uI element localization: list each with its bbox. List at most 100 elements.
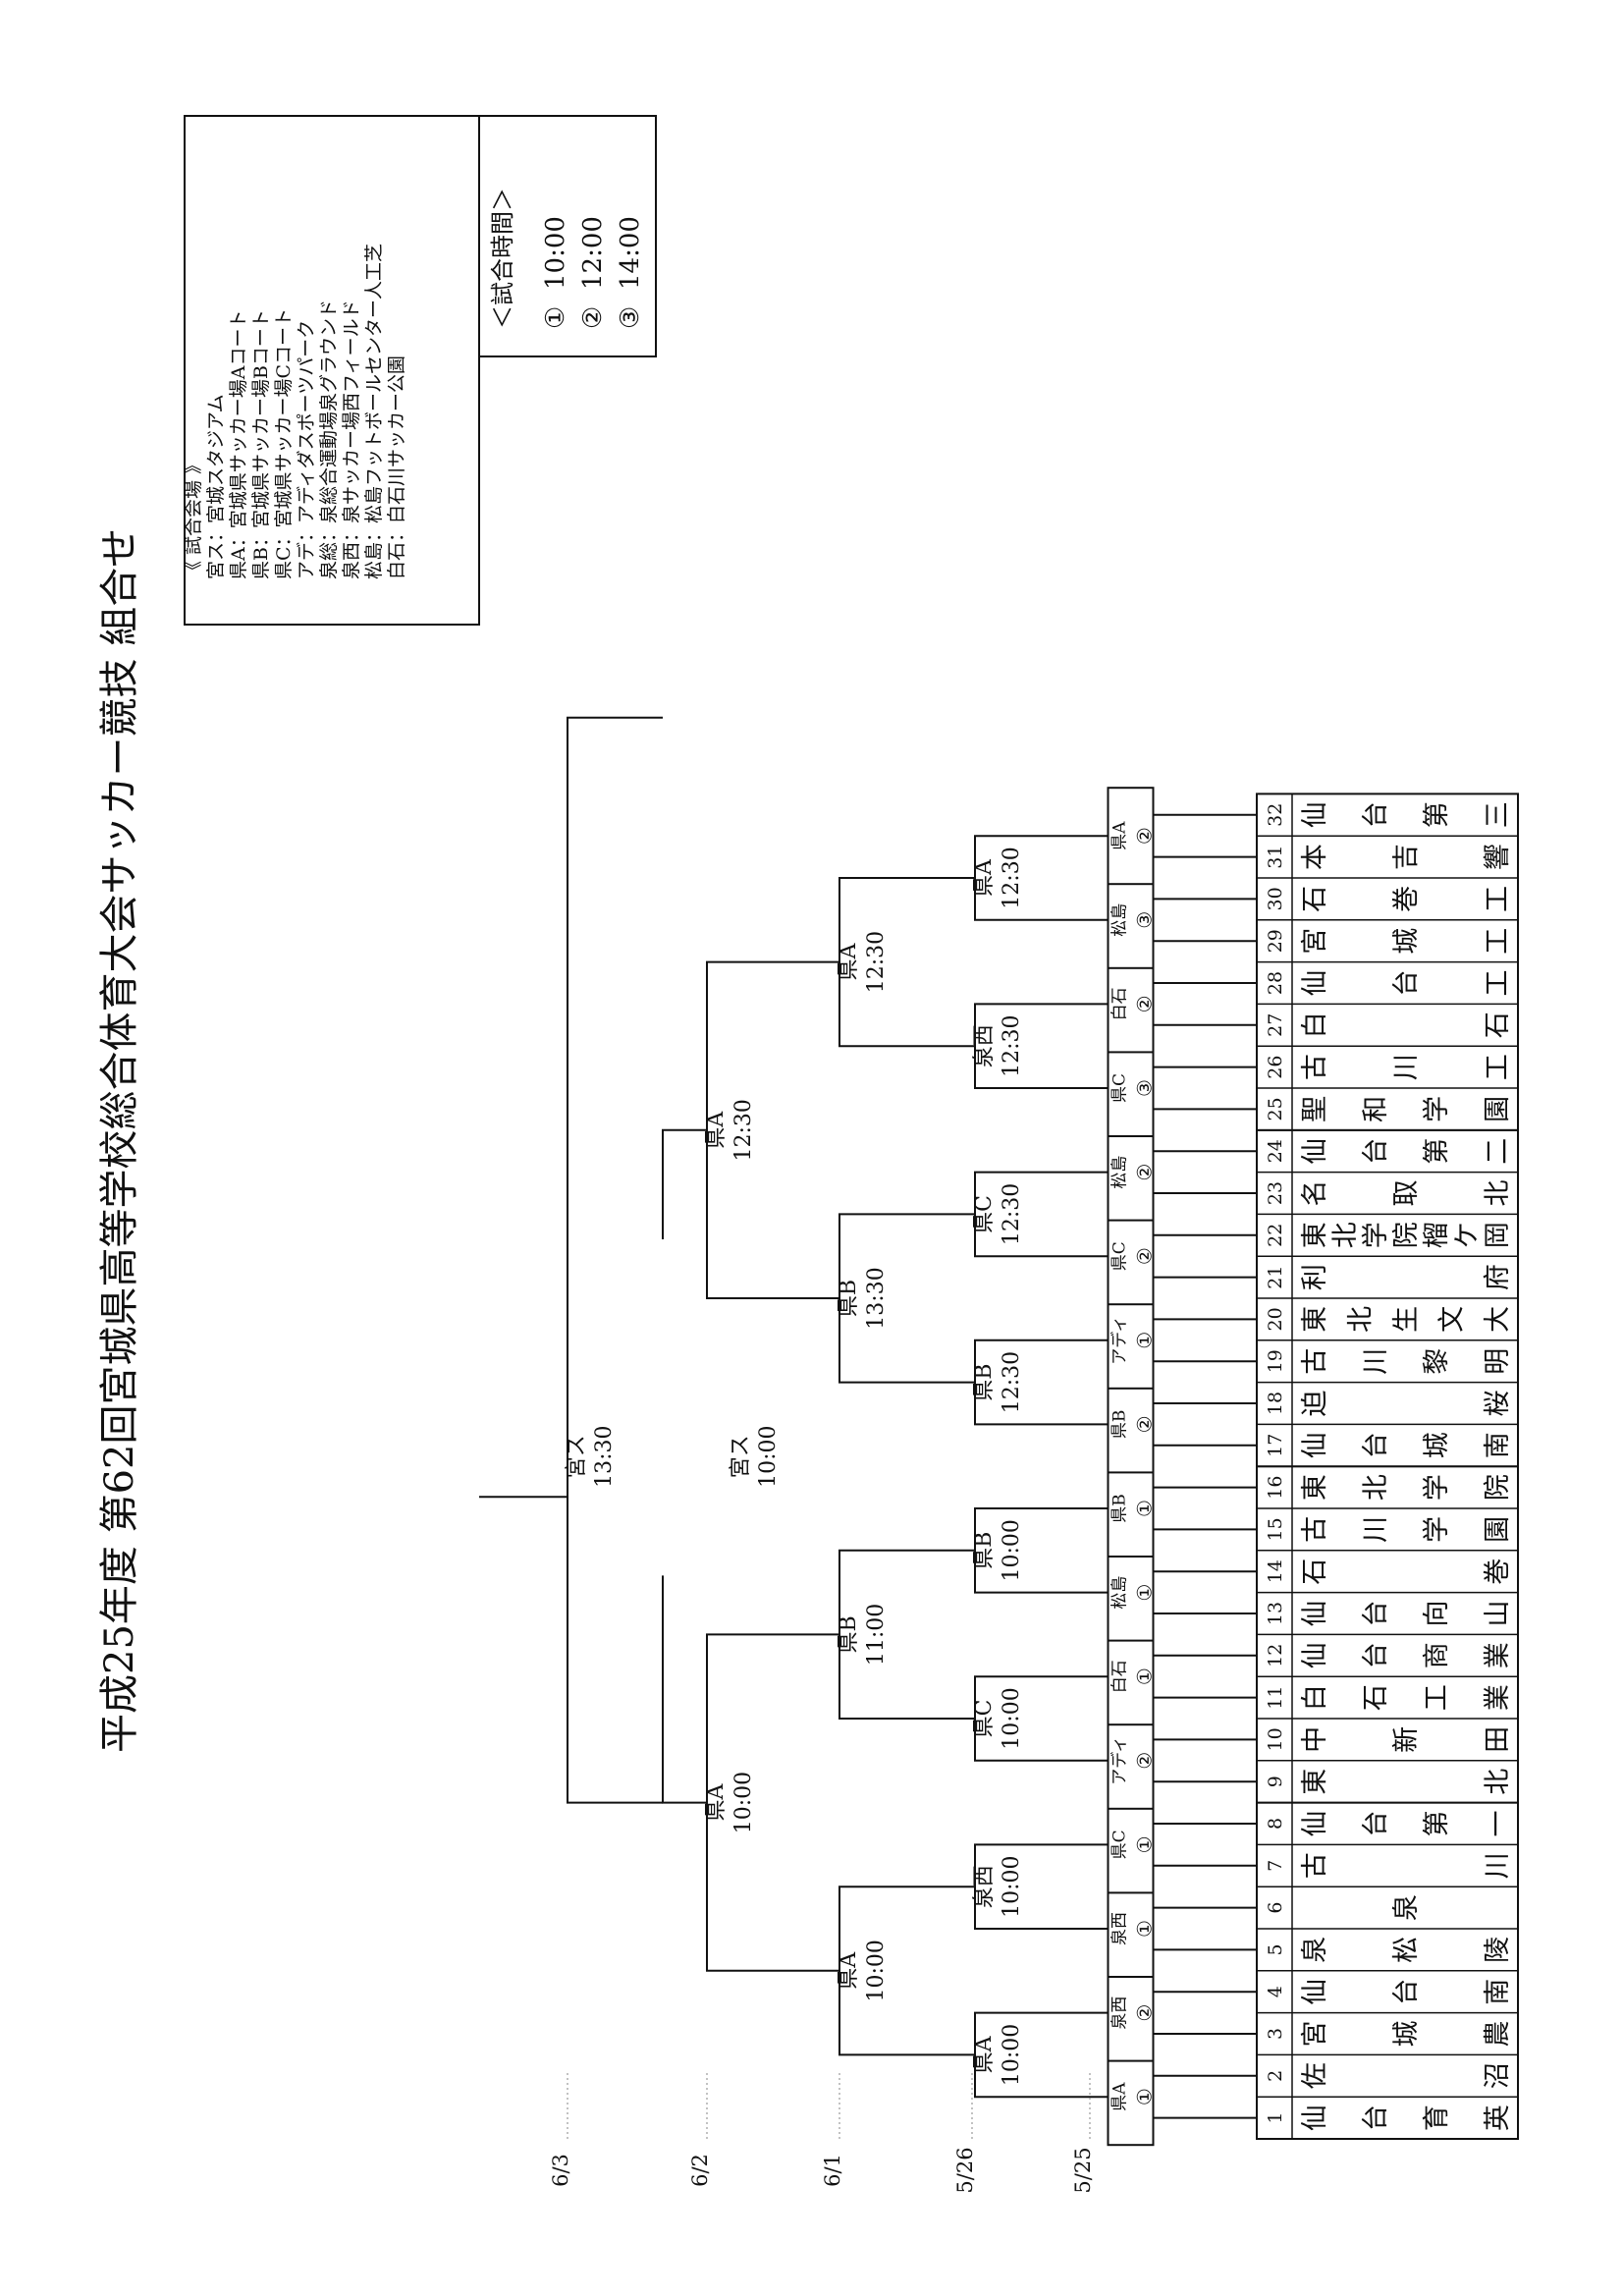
team-name-char: 中 — [1300, 1726, 1330, 1753]
venue-item: アデ：アディダスポーツパーク — [296, 320, 317, 579]
venue-item: 県C：宮城県サッカー場Cコート — [273, 308, 295, 579]
team-name-char: 東 — [1300, 1222, 1330, 1248]
team-name-char: 古 — [1300, 1348, 1330, 1375]
team-name-char: 古 — [1300, 1852, 1330, 1879]
team-name-char: 学 — [1361, 1222, 1391, 1248]
team-number: 24 — [1265, 1139, 1286, 1163]
team-name-char: 石 — [1483, 1011, 1513, 1038]
team-number: 6 — [1265, 1902, 1286, 1914]
team-number: 3 — [1265, 2028, 1286, 2040]
round2-match-venue: 県B — [972, 1532, 997, 1569]
team-number: 7 — [1265, 1860, 1286, 1872]
team-name-char: 仙 — [1300, 801, 1330, 828]
team-name-char: 黎 — [1422, 1348, 1452, 1375]
round1-match-venue: アディ — [1109, 1736, 1130, 1785]
team-name-char: ケ — [1452, 1222, 1483, 1248]
final-bracket — [567, 716, 663, 1804]
team-number: 32 — [1265, 803, 1286, 827]
round2-match-time: 12:30 — [1000, 1183, 1024, 1245]
round1-match-venue: 県B — [1110, 1410, 1130, 1440]
team-number: 14 — [1265, 1559, 1286, 1583]
date-label: 5/26 — [953, 2147, 977, 2193]
round3-match-venue: 県B — [837, 1280, 861, 1317]
team-number: 20 — [1265, 1307, 1286, 1331]
team-name-char: 迫 — [1300, 1391, 1330, 1417]
team-name-char: 南 — [1483, 1432, 1513, 1458]
team-name-char: 大 — [1483, 1306, 1513, 1333]
round1-match-slot: ① — [1133, 1500, 1157, 1517]
team-name-char: 仙 — [1300, 2105, 1330, 2131]
round1-match-slot: ③ — [1133, 911, 1157, 929]
team-name-char: 泉 — [1300, 1937, 1330, 1963]
team-name-char: 沼 — [1483, 2062, 1513, 2089]
team-name-char: 園 — [1483, 1096, 1513, 1122]
team-name-char: 台 — [1391, 1979, 1422, 2005]
team-number: 22 — [1265, 1224, 1286, 1247]
round4-match-venue: 県A — [704, 1111, 729, 1149]
round1-match-venue: 県A — [1110, 821, 1130, 850]
team-name-char: 仙 — [1300, 1811, 1330, 1837]
date-label: 5/25 — [1071, 2147, 1095, 2193]
team-name-char: 工 — [1483, 886, 1513, 912]
round1-match-slot: ① — [1133, 2088, 1157, 2105]
team-name-char: 三 — [1483, 801, 1513, 828]
round1-match-venue: 松島 — [1110, 1156, 1130, 1189]
round1-match-slot: ② — [1133, 2004, 1157, 2022]
round1-match-slot: ② — [1133, 1247, 1157, 1265]
round1-match-venue: 県B — [1110, 1494, 1130, 1523]
time-mark: ③ — [616, 306, 645, 329]
team-name-char: 二 — [1483, 1138, 1513, 1165]
round1-match-venue: 白石 — [1110, 1660, 1130, 1693]
team-name-char: 岡 — [1483, 1222, 1513, 1248]
round1-match-slot: ② — [1133, 995, 1157, 1012]
team-name-char: 園 — [1483, 1516, 1513, 1543]
round4-match-time: 10:00 — [731, 1772, 756, 1833]
team-name-char: 新 — [1391, 1726, 1422, 1753]
team-name-char: 利 — [1300, 1264, 1330, 1290]
sf-bracket-upper — [662, 1128, 707, 1239]
team-name-char: 古 — [1300, 1054, 1330, 1080]
team-name-char: 第 — [1422, 801, 1452, 828]
team-name-char: 聖 — [1300, 1096, 1330, 1122]
team-name-char: 北 — [1346, 1306, 1377, 1333]
team-name-char: 古 — [1300, 1516, 1330, 1543]
team-name-char: 台 — [1391, 970, 1422, 997]
round1-match-slot: ① — [1133, 1920, 1157, 1938]
team-name-char: 工 — [1483, 1054, 1513, 1080]
round2-match-time: 10:00 — [1000, 1687, 1024, 1749]
venue-item: 松島：松島フットボールセンター人工芝 — [363, 244, 385, 579]
round1-match-venue: 白石 — [1110, 987, 1130, 1020]
round3-match-time: 13:30 — [864, 1267, 889, 1329]
date-label: 6/3 — [549, 2154, 572, 2187]
team-number: 10 — [1265, 1727, 1286, 1751]
round1-match-box — [1107, 1711, 1155, 1810]
time-mark: ② — [578, 306, 608, 329]
team-number: 16 — [1265, 1476, 1286, 1500]
team-name-char: 川 — [1391, 1054, 1422, 1080]
team-name-char: 明 — [1483, 1348, 1513, 1375]
team-number: 4 — [1265, 1986, 1286, 1997]
svg-text:平成25年度 第62回宮城県高等学校総合体育大会サッカー競技: 平成25年度 第62回宮城県高等学校総合体育大会サッカー競技 組合せ — [97, 528, 142, 1753]
round1-match-venue: 松島 — [1110, 903, 1130, 937]
venue-item: 泉総：泉総合運動場泉グラウンド — [318, 300, 340, 579]
final-match-venue: 宮ス — [565, 1435, 589, 1478]
round3-match-time: 10:00 — [864, 1940, 889, 2001]
round1-match-box — [1107, 955, 1155, 1054]
team-name-char: 榴 — [1422, 1222, 1452, 1248]
round3-match-time: 11:00 — [864, 1604, 889, 1666]
team-name-char: 吉 — [1391, 844, 1422, 870]
